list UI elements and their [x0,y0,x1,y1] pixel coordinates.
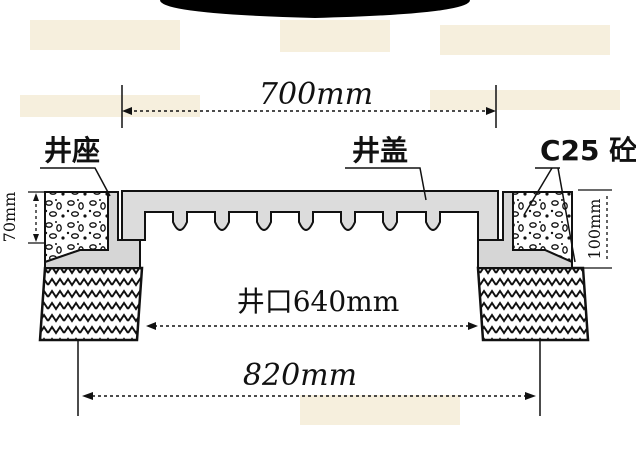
left-foundation [38,266,144,342]
label-concrete: C25 砼 [540,134,636,167]
label-820mm: 820mm [243,358,357,393]
label-opening: 井口640mm [237,285,400,318]
dimension-100 [578,189,612,269]
right-seat [477,191,573,269]
dimension-70 [28,191,45,244]
dimension-640 [146,322,478,330]
label-700mm: 700mm [259,77,373,112]
dimension-820 [77,340,541,416]
label-seat: 井座 [44,134,100,167]
label-70mm: 70mm [0,192,19,243]
top-dark-arc [160,0,470,18]
right-foundation [476,266,590,342]
dimension-700 [121,85,497,128]
leader-lines [40,167,576,263]
cover [121,190,499,241]
label-100mm: 100mm [585,199,604,260]
label-cover: 井盖 [352,134,408,167]
left-seat [44,191,141,269]
